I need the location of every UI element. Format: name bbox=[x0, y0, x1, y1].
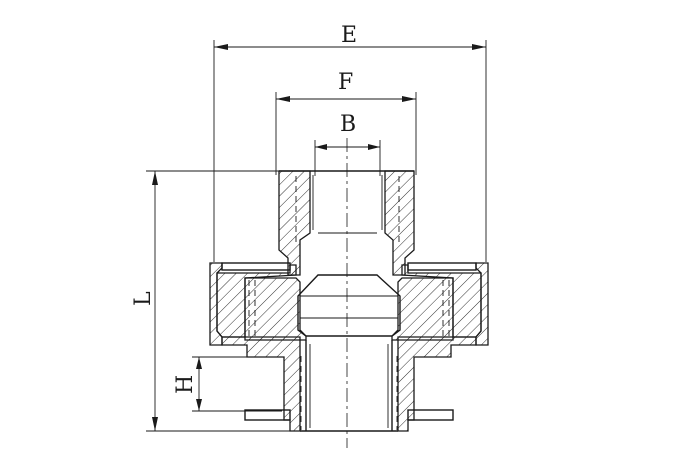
dimension-l-label: L bbox=[131, 291, 156, 306]
dimension-h-label: H bbox=[173, 375, 198, 394]
dimension-f-label: F bbox=[338, 70, 353, 95]
dimension-b-label: B bbox=[340, 112, 356, 137]
dimension-e-label: E bbox=[341, 23, 357, 48]
lower-body bbox=[221, 336, 477, 432]
dimension-f: F bbox=[275, 70, 417, 175]
union-nut bbox=[209, 262, 489, 346]
dimension-l: L bbox=[131, 170, 300, 432]
dimension-b: B bbox=[314, 112, 381, 176]
dimension-e: E bbox=[213, 23, 487, 262]
seat-body bbox=[244, 274, 454, 341]
upper-body bbox=[278, 170, 415, 276]
dimension-h: H bbox=[173, 356, 282, 412]
